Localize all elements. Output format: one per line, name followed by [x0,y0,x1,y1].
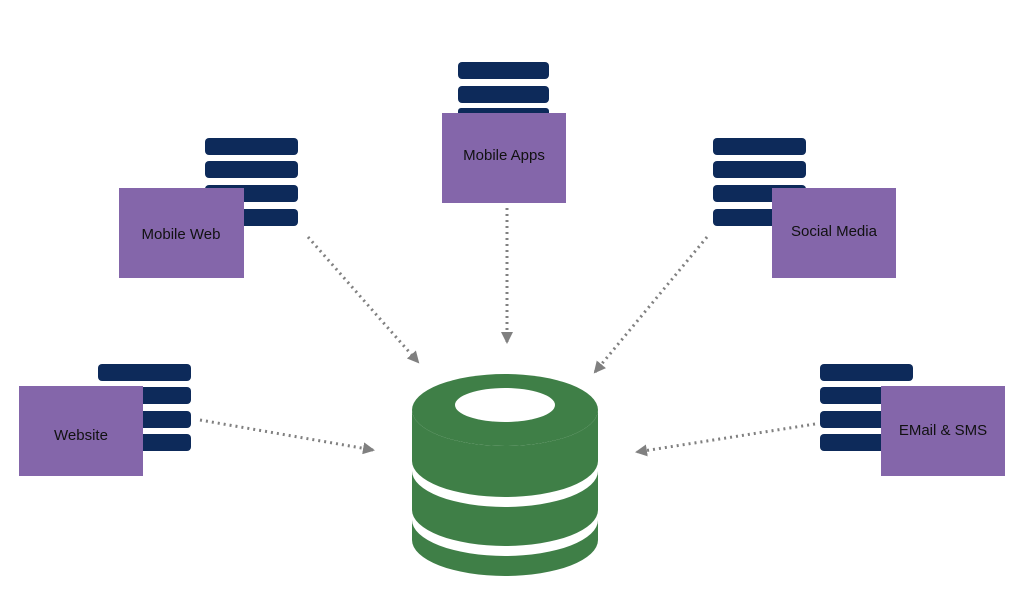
source-label: Mobile Apps [463,147,545,164]
source-box [442,113,566,203]
source-box [772,188,896,278]
arrow-email-sms-to-database [635,422,816,457]
source-label: Website [54,427,108,444]
database-hole [455,388,555,422]
server-stack-icon [458,62,549,118]
source-label: Mobile Web [142,226,221,243]
source-email-sms: EMail & SMS [820,364,1005,476]
arrow-social-media-to-database [593,236,709,374]
database-cylinder-icon [412,374,598,576]
arrow-mobile-web-to-database [306,236,420,364]
source-mobile-web: Mobile Web [119,138,298,278]
source-label: Social Media [791,223,878,240]
source-box [119,188,244,278]
source-mobile-apps: Mobile Apps [442,62,566,203]
source-website: Website [19,364,191,476]
source-box [881,386,1005,476]
source-social-media: Social Media [713,138,896,278]
source-box [19,386,143,476]
arrow-website-to-database [199,418,375,455]
source-label: EMail & SMS [899,422,987,439]
arrows-layer [199,208,816,457]
